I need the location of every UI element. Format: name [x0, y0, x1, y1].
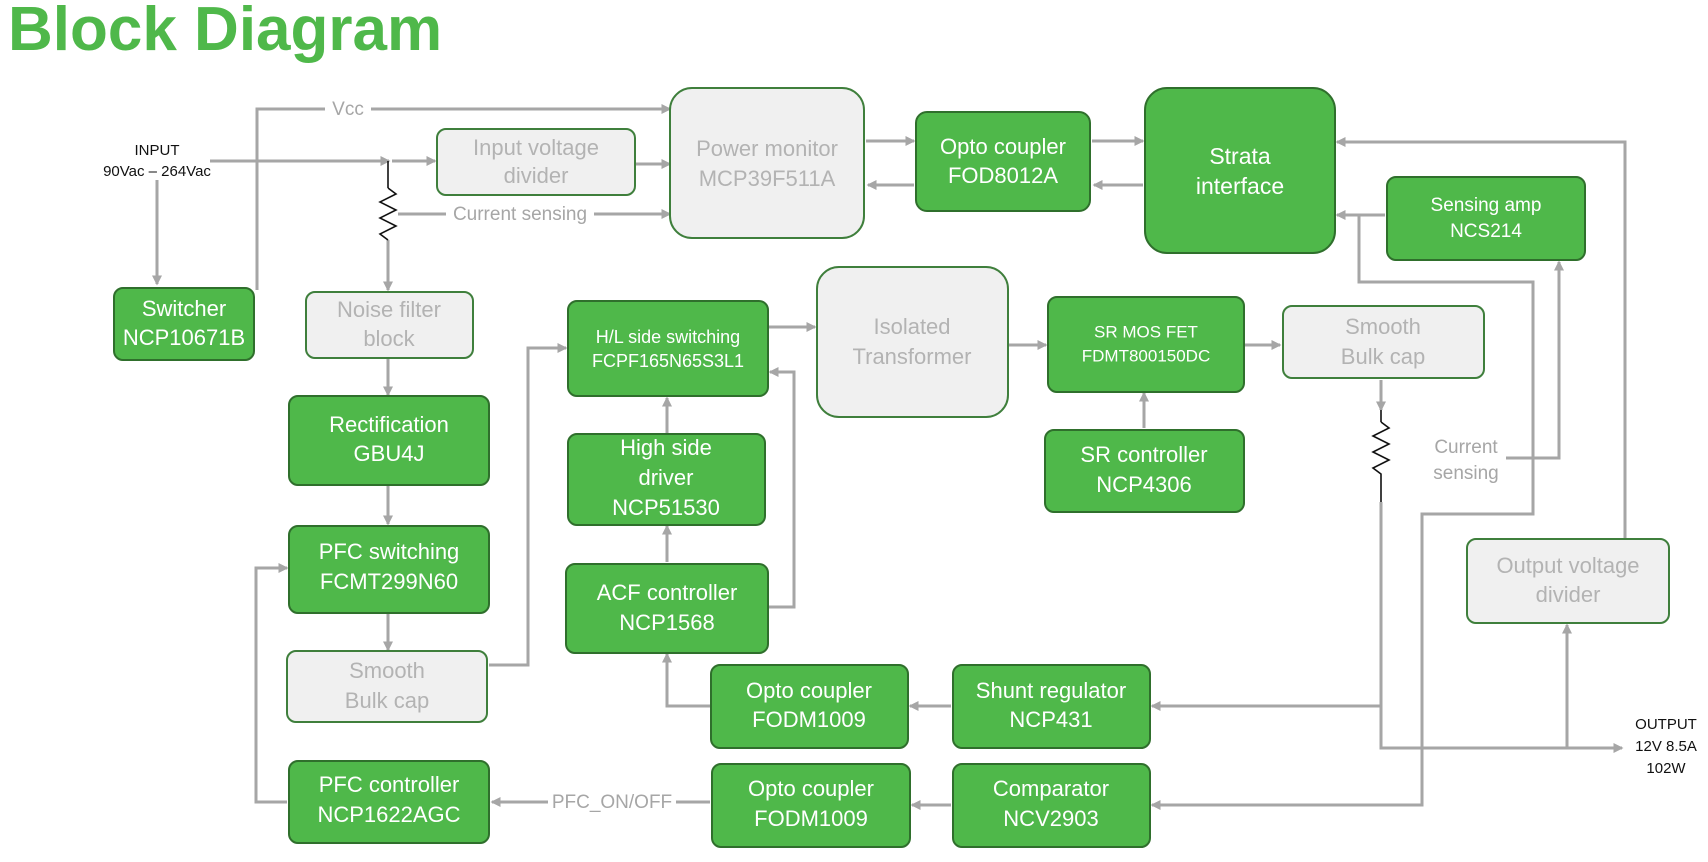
block-opto-coupler-fodm1009-bottom: Opto coupler FODM1009 — [711, 763, 911, 848]
block-opto-coupler-fod8012a: Opto coupler FOD8012A — [915, 111, 1091, 212]
svg-text:FODM1009: FODM1009 — [752, 707, 866, 732]
resistor-input-icon — [378, 187, 398, 241]
wire-output-rail — [1379, 502, 1624, 753]
svg-text:NCP1568: NCP1568 — [619, 610, 714, 635]
svg-text:NCV2903: NCV2903 — [1003, 806, 1098, 831]
svg-text:SR MOS FET: SR MOS FET — [1094, 322, 1198, 341]
svg-text:Opto coupler: Opto coupler — [940, 134, 1066, 159]
block-strata-interface: Strata interface — [1144, 87, 1336, 254]
svg-text:Strata: Strata — [1209, 143, 1271, 169]
svg-text:Power monitor: Power monitor — [696, 136, 838, 161]
input-label: INPUT — [135, 142, 180, 159]
block-smooth-bulk-cap-left: Smooth Bulk cap — [286, 650, 488, 723]
svg-text:High side: High side — [620, 435, 712, 460]
block-shunt-regulator: Shunt regulator NCP431 — [952, 664, 1151, 749]
svg-text:SR controller: SR controller — [1080, 442, 1207, 467]
svg-text:Bulk cap: Bulk cap — [1341, 344, 1425, 369]
label-pfc-onoff: PFC_ON/OFF — [552, 792, 672, 813]
svg-text:Output voltage: Output voltage — [1496, 553, 1639, 578]
svg-text:NCP1622AGC: NCP1622AGC — [317, 802, 460, 827]
block-acf-controller: ACF controller NCP1568 — [565, 563, 769, 654]
svg-text:driver: driver — [638, 465, 693, 490]
svg-text:FCPF165N65S3L1: FCPF165N65S3L1 — [592, 351, 744, 371]
block-input-voltage-divider: Input voltage divider — [436, 128, 636, 196]
svg-text:divider: divider — [504, 163, 569, 188]
svg-text:FDMT800150DC: FDMT800150DC — [1082, 346, 1211, 365]
svg-text:Isolated: Isolated — [873, 314, 950, 339]
svg-text:Opto coupler: Opto coupler — [748, 776, 874, 801]
svg-text:Comparator: Comparator — [993, 776, 1109, 801]
block-pfc-switching: PFC switching FCMT299N60 — [288, 525, 490, 614]
block-hl-side-switching: H/L side switching FCPF165N65S3L1 — [567, 300, 769, 397]
block-isolated-transformer: Isolated Transformer — [816, 266, 1009, 418]
block-switcher: Switcher NCP10671B — [113, 287, 255, 361]
svg-text:GBU4J: GBU4J — [354, 441, 425, 466]
svg-text:Smooth: Smooth — [1345, 314, 1421, 339]
svg-text:ACF controller: ACF controller — [597, 580, 738, 605]
block-power-monitor: Power monitor MCP39F511A — [669, 87, 865, 239]
svg-text:divider: divider — [1536, 582, 1601, 607]
svg-text:FODM1009: FODM1009 — [754, 806, 868, 831]
svg-text:Switcher: Switcher — [142, 296, 226, 321]
output-power: 102W — [1646, 760, 1686, 777]
wire-bulk-to-hl — [489, 343, 568, 667]
block-comparator: Comparator NCV2903 — [952, 763, 1151, 848]
svg-text:NCP4306: NCP4306 — [1096, 472, 1191, 497]
connections — [152, 104, 1627, 810]
svg-text:Opto coupler: Opto coupler — [746, 678, 872, 703]
wire-opto-to-acf — [662, 652, 710, 708]
label-vcc: Vcc — [332, 99, 364, 120]
svg-text:interface: interface — [1196, 173, 1284, 199]
wire-vcc — [255, 104, 672, 290]
block-smooth-bulk-cap-right: Smooth Bulk cap — [1282, 305, 1485, 379]
block-high-side-driver: High side driver NCP51530 — [567, 433, 766, 526]
resistor-output-icon — [1371, 421, 1391, 482]
label-output-current-sensing-2: sensing — [1433, 463, 1499, 484]
svg-text:NCS214: NCS214 — [1450, 221, 1522, 242]
label-current-sensing: Current sensing — [453, 204, 587, 225]
svg-text:NCP51530: NCP51530 — [612, 495, 720, 520]
svg-text:Noise filter: Noise filter — [337, 297, 441, 322]
svg-text:Bulk cap: Bulk cap — [345, 688, 429, 713]
block-noise-filter: Noise filter block — [305, 291, 474, 359]
wire-pfcctrl-to-pfc — [254, 563, 289, 804]
block-output-voltage-divider: Output voltage divider — [1466, 538, 1670, 624]
svg-text:Rectification: Rectification — [329, 412, 449, 437]
wire-outdiv-to-strata — [1335, 137, 1627, 538]
label-output-current-sensing-1: Current — [1434, 437, 1498, 458]
block-sensing-amp: Sensing amp NCS214 — [1386, 176, 1586, 261]
input-range: 90Vac – 264Vac — [103, 163, 211, 180]
svg-text:Input voltage: Input voltage — [473, 135, 599, 160]
block-opto-coupler-fodm1009-mid: Opto coupler FODM1009 — [710, 664, 909, 749]
block-sr-controller: SR controller NCP4306 — [1044, 429, 1245, 513]
svg-text:NCP431: NCP431 — [1009, 707, 1092, 732]
svg-text:MCP39F511A: MCP39F511A — [699, 166, 836, 191]
output-rating: 12V 8.5A — [1635, 738, 1697, 755]
svg-text:Shunt regulator: Shunt regulator — [976, 678, 1126, 703]
svg-text:Transformer: Transformer — [853, 344, 972, 369]
svg-text:NCP10671B: NCP10671B — [123, 325, 245, 350]
wire-acf-to-hl — [768, 367, 796, 609]
svg-text:Sensing amp: Sensing amp — [1431, 195, 1542, 216]
svg-text:PFC controller: PFC controller — [319, 772, 460, 797]
svg-text:FOD8012A: FOD8012A — [948, 163, 1058, 188]
svg-text:H/L side switching: H/L side switching — [596, 327, 740, 347]
svg-text:PFC switching: PFC switching — [319, 539, 460, 564]
svg-text:FCMT299N60: FCMT299N60 — [320, 569, 458, 594]
wire-strata-to-comparator — [1150, 215, 1535, 810]
svg-text:Smooth: Smooth — [349, 658, 425, 683]
block-rectification: Rectification GBU4J — [288, 395, 490, 486]
output-label: OUTPUT — [1635, 716, 1697, 733]
page-title: Block Diagram — [8, 0, 443, 64]
block-pfc-controller: PFC controller NCP1622AGC — [288, 760, 490, 844]
block-sr-mosfet: SR MOS FET FDMT800150DC — [1047, 296, 1245, 393]
svg-text:block: block — [363, 326, 415, 351]
